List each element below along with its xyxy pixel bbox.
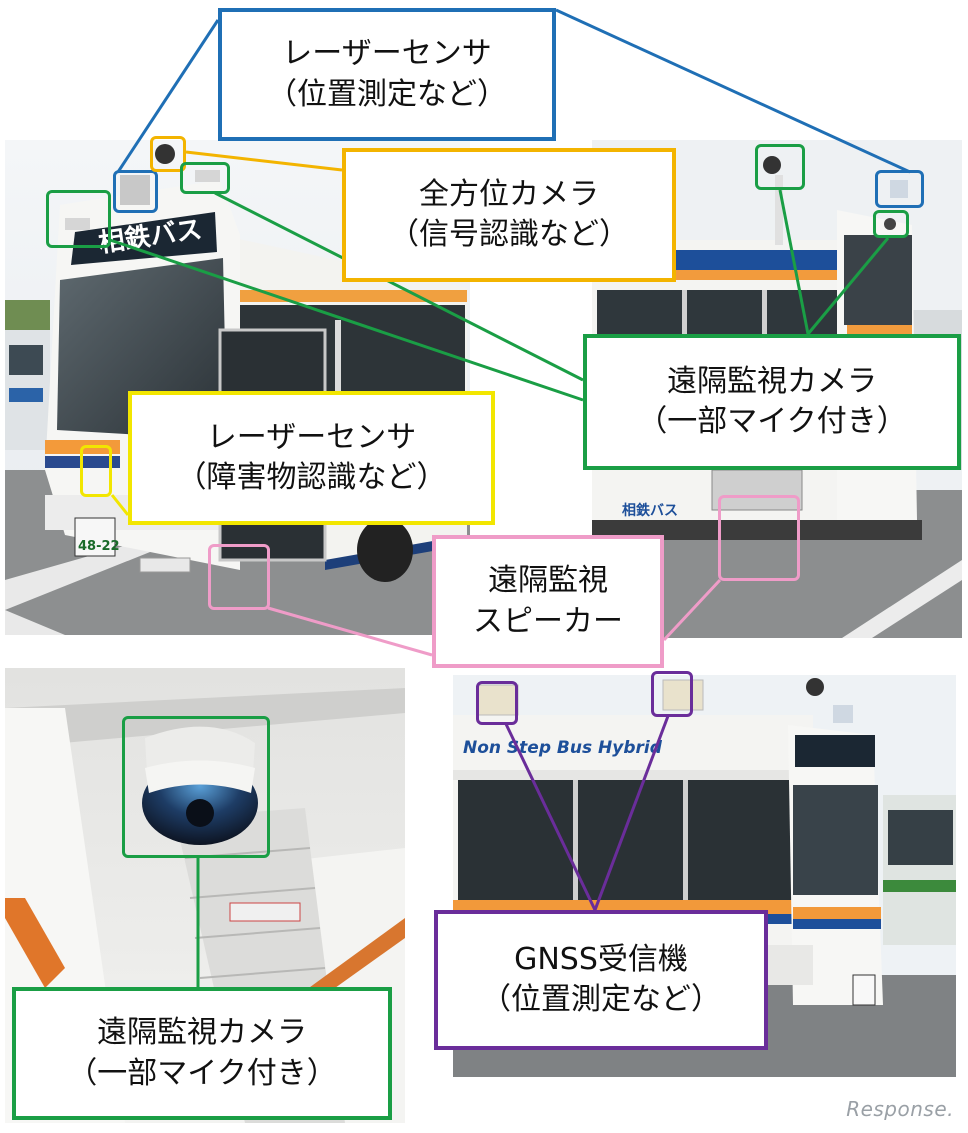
marker-interior-camera	[122, 716, 270, 858]
marker-speaker-front	[208, 544, 270, 610]
marker-speaker-rear	[718, 495, 800, 581]
marker-laser-obstacle	[80, 445, 112, 497]
marker-remote-camera-rear	[873, 210, 909, 238]
label-laser-position-line1: レーザーセンサ	[282, 36, 492, 71]
label-360-camera-line2: （信号認識など）	[389, 217, 629, 252]
marker-laser-roof-front	[113, 170, 158, 213]
label-remote-camera-interior-line2: （一部マイク付き）	[67, 1055, 337, 1091]
leader-remote-camera-mast	[778, 189, 810, 335]
marker-remote-camera-front-right	[180, 162, 230, 194]
marker-gnss-left	[476, 681, 518, 725]
label-gnss: GNSS受信機 （位置測定など）	[434, 910, 768, 1050]
label-360-camera-line1: 全方位カメラ	[419, 176, 599, 212]
label-laser-obstacle-line1: レーザーセンサ	[206, 419, 417, 455]
side-logo-text: 相鉄バス	[622, 502, 678, 519]
label-remote-camera-right: 遠隔監視カメラ （一部マイク付き）	[583, 334, 961, 470]
label-laser-obstacle: レーザーセンサ （障害物認識など）	[128, 391, 495, 525]
label-speaker-line2: スピーカー	[473, 603, 623, 639]
leader-gnss-left	[504, 723, 597, 911]
label-remote-camera-right-line1: 遠隔監視カメラ	[667, 363, 877, 399]
leader-remote-camera-rear	[806, 237, 890, 335]
leader-360-camera	[185, 150, 343, 172]
label-speaker-line1: 遠隔監視	[488, 563, 608, 598]
leader-remote-camera-front-right	[214, 191, 584, 382]
leader-laser-obstacle	[110, 494, 130, 516]
label-remote-camera-interior: 遠隔監視カメラ （一部マイク付き）	[12, 987, 392, 1120]
watermark-logo: Response.	[846, 1097, 954, 1121]
marker-360-camera	[150, 136, 186, 172]
marker-gnss-right	[651, 671, 693, 717]
leader-speaker-front	[267, 606, 433, 657]
bus-side-text: Non Step Bus Hybrid	[463, 738, 663, 758]
marker-remote-camera-front-left	[46, 190, 111, 248]
label-remote-camera-interior-line1: 遠隔監視カメラ	[97, 1015, 307, 1050]
label-laser-obstacle-line2: （障害物認識など）	[176, 460, 447, 495]
label-speaker: 遠隔監視 スピーカー	[432, 535, 664, 668]
marker-remote-camera-rear-mast	[755, 144, 805, 190]
label-laser-position: レーザーセンサ （位置測定など）	[218, 8, 556, 141]
leader-laser-top-to-rear	[555, 8, 911, 174]
leader-remote-camera-front-left	[109, 238, 584, 402]
leader-gnss-right	[593, 715, 670, 911]
label-gnss-line2: （位置測定など）	[481, 982, 721, 1017]
marker-laser-rear	[875, 170, 924, 208]
label-360-camera: 全方位カメラ （信号認識など）	[342, 148, 676, 282]
plate-text: 48-22	[78, 539, 120, 554]
label-gnss-line1: GNSS受信機	[514, 941, 688, 977]
leader-laser-top-to-front	[116, 19, 220, 173]
label-remote-camera-right-line2: （一部マイク付き）	[637, 404, 907, 439]
leader-speaker-rear	[662, 578, 722, 642]
label-laser-position-line2: （位置測定など）	[267, 76, 507, 112]
